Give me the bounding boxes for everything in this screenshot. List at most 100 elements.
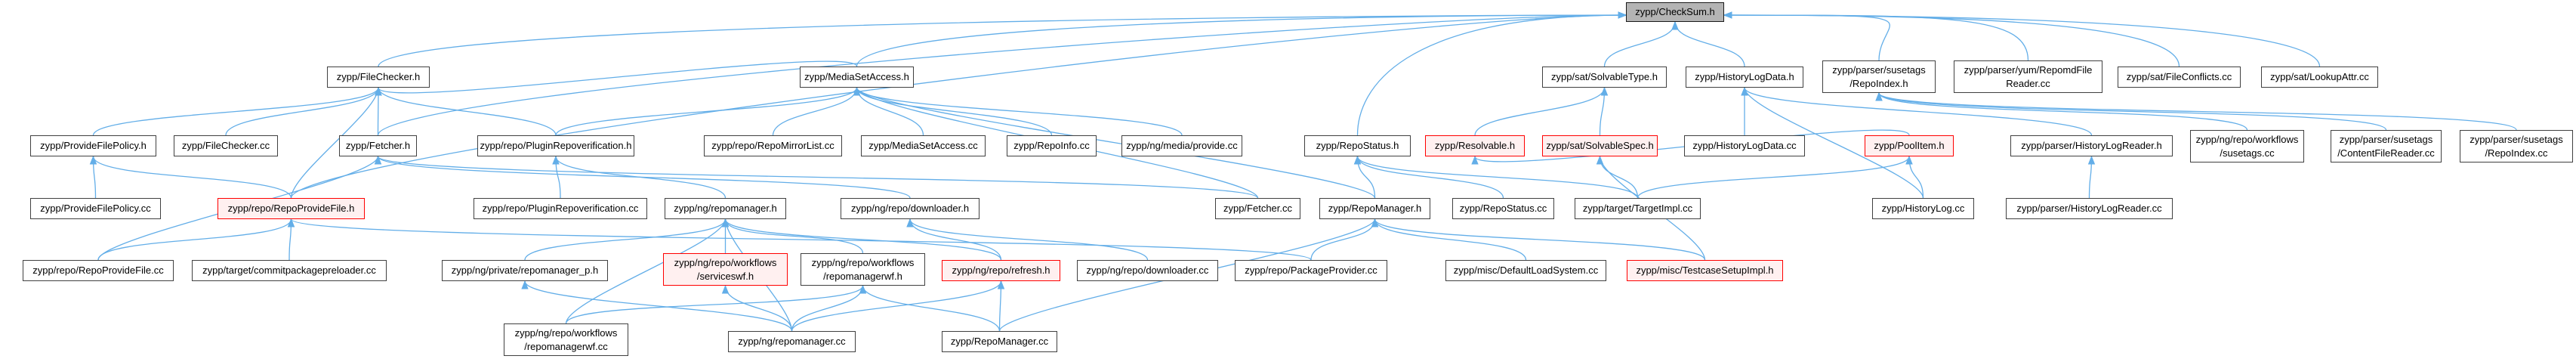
graph-edge-repostatus_h-to-checksum bbox=[1356, 11, 1627, 136]
graph-edge-historylogreader_h-to-historylogdata_h bbox=[1741, 86, 2093, 136]
graph-edge-contentfilereader_cc-to-susetags_repoindex_h bbox=[1875, 91, 2387, 131]
graph-node-repomirrorlist_cc[interactable]: zypp/repo/RepoMirrorList.cc bbox=[704, 135, 842, 156]
graph-node-filechecker_h[interactable]: zypp/FileChecker.h bbox=[327, 67, 430, 88]
graph-node-refresh_h[interactable]: zypp/ng/repo/refresh.h bbox=[942, 260, 1060, 281]
graph-edge-ng_repomanager_cc-to-serviceswf_h bbox=[721, 284, 793, 332]
graph-edge-wf_susetags_cc-to-susetags_repoindex_h bbox=[1875, 91, 2248, 131]
graph-node-repoinfo_cc[interactable]: zypp/RepoInfo.cc bbox=[1007, 135, 1097, 156]
graph-node-repomanagerwf_cc[interactable]: zypp/ng/repo/workflows /repomanagerwf.cc bbox=[504, 323, 628, 356]
graph-edge-repomanagerwf_cc-to-repomanagerwf_h bbox=[565, 284, 867, 324]
graph-node-poolitem_h[interactable]: zypp/PoolItem.h bbox=[1865, 135, 1954, 156]
graph-edge-repomanagerwf_h-to-ng_repomanager_h bbox=[721, 218, 864, 254]
graph-node-checksum[interactable]: zypp/CheckSum.h bbox=[1626, 2, 1724, 22]
graph-node-lookupattr_cc[interactable]: zypp/sat/LookupAttr.cc bbox=[2261, 67, 2378, 88]
graph-node-solvablespec_h[interactable]: zypp/sat/SolvableSpec.h bbox=[1542, 135, 1658, 156]
graph-edge-repoprovidefile_h-to-providefilepolicy_h bbox=[89, 155, 292, 199]
graph-node-historylog_cc[interactable]: zypp/HistoryLog.cc bbox=[1872, 198, 1974, 219]
graph-edge-filechecker_h-to-checksum bbox=[378, 11, 1627, 67]
graph-node-defaultloadsystem_cc[interactable]: zypp/misc/DefaultLoadSystem.cc bbox=[1445, 260, 1606, 281]
graph-node-repostatus_cc[interactable]: zypp/RepoStatus.cc bbox=[1452, 198, 1554, 219]
graph-edge-mediasetaccess_h-to-filechecker_h bbox=[375, 60, 858, 96]
graph-node-repoprovidefile_h[interactable]: zypp/repo/RepoProvideFile.h bbox=[217, 198, 365, 219]
graph-edge-packageprovider_cc-to-repoprovidefile_h bbox=[288, 218, 1312, 261]
graph-node-provide_cc[interactable]: zypp/ng/media/provide.cc bbox=[1121, 135, 1242, 156]
graph-node-solvabletype_h[interactable]: zypp/sat/SolvableType.h bbox=[1542, 67, 1667, 88]
graph-edge-susetags_repoindex_h-to-checksum bbox=[1723, 11, 1890, 61]
graph-node-fetcher_cc[interactable]: zypp/Fetcher.cc bbox=[1215, 198, 1300, 219]
graph-node-ng_downloader_cc[interactable]: zypp/ng/repo/downloader.cc bbox=[1077, 260, 1218, 281]
graph-node-repomdfilereader_cc[interactable]: zypp/parser/yum/RepomdFile Reader.cc bbox=[1954, 60, 2102, 93]
graph-edge-filechecker_cc-to-filechecker_h bbox=[225, 86, 382, 136]
graph-edge-fetcher_h-to-checksum bbox=[377, 11, 1627, 136]
graph-edge-repomanager_p_h-to-ng_repomanager_h bbox=[524, 218, 730, 261]
graph-edge-historylog_cc-to-poolitem_h bbox=[1905, 155, 1924, 199]
graph-node-commitpackagepreloader_cc[interactable]: zypp/target/commitpackagepreloader.cc bbox=[192, 260, 387, 281]
graph-node-historylogdata_cc[interactable]: zypp/HistoryLogData.cc bbox=[1684, 135, 1805, 156]
graph-node-historylogreader_h[interactable]: zypp/parser/HistoryLogReader.h bbox=[2010, 135, 2173, 156]
graph-edge-ng_repomanager_cc-to-refresh_h bbox=[791, 280, 1005, 332]
graph-node-repomanager_h[interactable]: zypp/RepoManager.h bbox=[1319, 198, 1430, 219]
graph-node-pluginrepoverification_h[interactable]: zypp/repo/PluginRepoverification.h bbox=[477, 135, 634, 156]
graph-edge-solvablespec_h-to-solvabletype_h bbox=[1599, 86, 1609, 136]
graph-edge-fetcher_cc-to-fetcher_h bbox=[375, 155, 1259, 199]
graph-edge-refresh_h-to-ng_downloader_h bbox=[906, 218, 1002, 261]
graph-edge-repomanager_cc-to-refresh_h bbox=[997, 280, 1005, 332]
graph-edge-repoprovidefile_h-to-filechecker_h bbox=[290, 86, 382, 199]
graph-edge-repomdfilereader_cc-to-checksum bbox=[1723, 11, 2029, 61]
graph-edge-repoprovidefile_h-to-checksum bbox=[290, 11, 1627, 199]
graph-edge-targetimpl_cc-to-poolitem_h bbox=[1637, 155, 1913, 199]
graph-node-contentfilereader_cc[interactable]: zypp/parser/susetags /ContentFileReader.… bbox=[2331, 130, 2442, 162]
graph-edge-repomanager_cc-to-repomanagerwf_h bbox=[859, 284, 1001, 332]
graph-node-susetags_repoindex_h[interactable]: zypp/parser/susetags /RepoIndex.h bbox=[1822, 60, 1936, 93]
graph-edge-refresh_h-to-ng_repomanager_h bbox=[721, 218, 1002, 261]
graph-node-ng_downloader_h[interactable]: zypp/ng/repo/downloader.h bbox=[841, 198, 979, 219]
graph-node-mediasetaccess_h[interactable]: zypp/MediaSetAccess.h bbox=[800, 67, 914, 88]
graph-edge-targetimpl_cc-to-solvablespec_h bbox=[1596, 155, 1639, 199]
graph-node-resolvable_h[interactable]: zypp/Resolvable.h bbox=[1425, 135, 1525, 156]
graph-edge-pluginrepoverification_h-to-filechecker_h bbox=[375, 86, 557, 136]
graph-node-fetcher_h[interactable]: zypp/Fetcher.h bbox=[339, 135, 417, 156]
graph-node-testcasesetupimpl_h[interactable]: zypp/misc/TestcaseSetupImpl.h bbox=[1627, 260, 1783, 281]
graph-edge-providefilepolicy_h-to-filechecker_h bbox=[92, 86, 382, 136]
graph-edge-repomirrorlist_cc-to-mediasetaccess_h bbox=[772, 86, 861, 136]
graph-edge-ng_repomanager_h-to-pluginrepoverification_h bbox=[552, 155, 727, 199]
graph-edge-ng_downloader_cc-to-ng_downloader_h bbox=[906, 218, 1149, 261]
graph-edge-mediasetaccess_h-to-checksum bbox=[856, 11, 1627, 67]
graph-edge-historylogdata_h-to-checksum bbox=[1671, 20, 1745, 67]
graph-node-repostatus_h[interactable]: zypp/RepoStatus.h bbox=[1304, 135, 1411, 156]
graph-edge-provide_cc-to-mediasetaccess_h bbox=[853, 86, 1183, 136]
graph-edge-fetcher_h-to-filechecker_h bbox=[375, 86, 382, 136]
graph-edge-historylog_cc-to-historylogdata_h bbox=[1741, 86, 1924, 199]
graph-node-targetimpl_cc[interactable]: zypp/target/TargetImpl.cc bbox=[1575, 198, 1701, 219]
graph-edge-repomanagerwf_cc-to-ng_repomanager_h bbox=[565, 218, 730, 324]
graph-edge-fileconflicts_cc-to-checksum bbox=[1723, 11, 2180, 67]
graph-node-filechecker_cc[interactable]: zypp/FileChecker.cc bbox=[174, 135, 278, 156]
graph-edge-repoprovidefile_cc-to-repoprovidefile_h bbox=[97, 218, 295, 261]
graph-node-packageprovider_cc[interactable]: zypp/repo/PackageProvider.cc bbox=[1235, 260, 1387, 281]
graph-node-repomanager_cc[interactable]: zypp/RepoManager.cc bbox=[942, 331, 1057, 352]
graph-node-mediasetaccess_cc[interactable]: zypp/MediaSetAccess.cc bbox=[861, 135, 986, 156]
graph-edge-providefilepolicy_cc-to-providefilepolicy_h bbox=[89, 155, 97, 199]
graph-edge-historylogreader_cc-to-historylogreader_h bbox=[2087, 155, 2096, 199]
graph-node-pluginrepoverification_cc[interactable]: zypp/repo/PluginRepoverification.cc bbox=[474, 198, 647, 219]
graph-node-providefilepolicy_cc[interactable]: zypp/ProvideFilePolicy.cc bbox=[30, 198, 161, 219]
graph-node-historylogreader_cc[interactable]: zypp/parser/HistoryLogReader.cc bbox=[2006, 198, 2173, 219]
graph-edge-commitpackagepreloader_cc-to-repoprovidefile_h bbox=[287, 218, 295, 261]
graph-edge-resolvable_h-to-solvabletype_h bbox=[1474, 86, 1609, 136]
graph-node-repoprovidefile_cc[interactable]: zypp/repo/RepoProvideFile.cc bbox=[23, 260, 174, 281]
graph-node-ng_repomanager_cc[interactable]: zypp/ng/repomanager.cc bbox=[728, 331, 856, 352]
graph-node-susetags_repoindex_cc[interactable]: zypp/parser/susetags /RepoIndex.cc bbox=[2460, 130, 2573, 162]
graph-edge-packageprovider_cc-to-repomanager_h bbox=[1310, 218, 1379, 261]
graph-node-wf_susetags_cc[interactable]: zypp/ng/repo/workflows /susetags.cc bbox=[2190, 130, 2304, 162]
graph-edge-solvabletype_h-to-checksum bbox=[1603, 20, 1679, 67]
graph-node-repomanagerwf_h[interactable]: zypp/ng/repo/workflows /repomanagerwf.h bbox=[801, 253, 925, 286]
graph-node-ng_repomanager_h[interactable]: zypp/ng/repomanager.h bbox=[665, 198, 786, 219]
graph-node-serviceswf_h[interactable]: zypp/ng/repo/workflows /serviceswf.h bbox=[663, 253, 788, 286]
graph-node-repomanager_p_h[interactable]: zypp/ng/private/repomanager_p.h bbox=[442, 260, 608, 281]
graph-node-providefilepolicy_h[interactable]: zypp/ProvideFilePolicy.h bbox=[30, 135, 156, 156]
graph-node-historylogdata_h[interactable]: zypp/HistoryLogData.h bbox=[1686, 67, 1803, 88]
graph-node-fileconflicts_cc[interactable]: zypp/sat/FileConflicts.cc bbox=[2118, 67, 2241, 88]
graph-edge-repostatus_cc-to-repostatus_h bbox=[1353, 155, 1504, 199]
